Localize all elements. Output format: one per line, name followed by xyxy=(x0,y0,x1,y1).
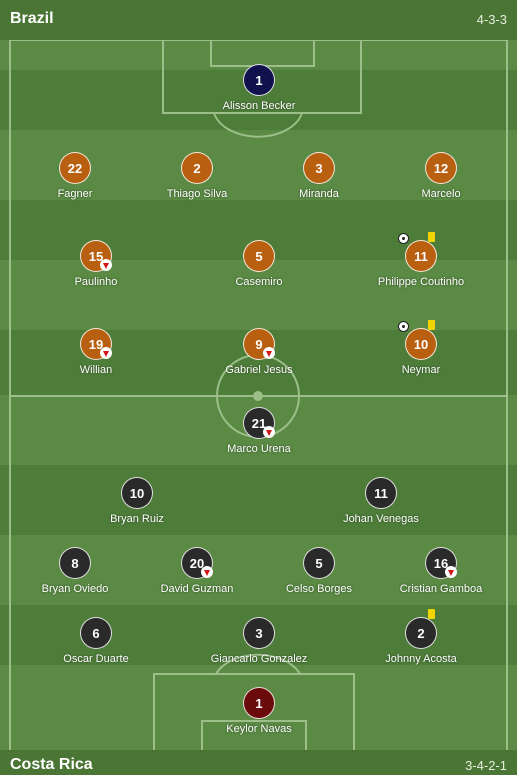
away-formation: 3-4-2-1 xyxy=(465,758,507,773)
away-team-footer: Costa Rica 3-4-2-1 xyxy=(0,750,517,775)
player-number: 11 xyxy=(405,240,437,272)
player-number: 22 xyxy=(59,152,91,184)
substitution-off-icon xyxy=(100,259,112,271)
home-team-name: Brazil xyxy=(10,10,54,27)
player-number: 10 xyxy=(121,477,153,509)
yellow-card-icon xyxy=(428,320,435,330)
player-number: 1 xyxy=(243,687,275,719)
player-number: 6 xyxy=(80,617,112,649)
substitution-off-icon xyxy=(263,347,275,359)
yellow-card-icon xyxy=(428,609,435,619)
player-number: 19 xyxy=(80,328,112,360)
player-name: Marco Urena xyxy=(227,443,291,455)
player-number: 5 xyxy=(303,547,335,579)
player-number: 2 xyxy=(405,617,437,649)
player-name: Gabriel Jesus xyxy=(225,364,293,376)
player-number: 2 xyxy=(181,152,213,184)
player-number: 3 xyxy=(243,617,275,649)
player-number: 1 xyxy=(243,64,275,96)
player-name: Miranda xyxy=(299,188,339,200)
player-number: 15 xyxy=(80,240,112,272)
player-name: Casemiro xyxy=(235,276,283,288)
center-spot xyxy=(253,391,263,401)
player-name: Bryan Oviedo xyxy=(41,583,109,595)
player-name: David Guzman xyxy=(160,583,234,595)
player-name: Oscar Duarte xyxy=(63,653,129,665)
player-number: 5 xyxy=(243,240,275,272)
player-name: Willian xyxy=(79,364,113,376)
player-number: 8 xyxy=(59,547,91,579)
player-name: Thiago Silva xyxy=(166,188,228,200)
player-name: Marcelo xyxy=(421,188,461,200)
player-name: Alisson Becker xyxy=(222,100,296,112)
player-number: 3 xyxy=(303,152,335,184)
goal-ball-icon xyxy=(398,233,409,244)
player-name: Cristian Gamboa xyxy=(399,583,483,595)
player-number: 10 xyxy=(405,328,437,360)
player-name: Bryan Ruiz xyxy=(110,513,164,525)
substitution-off-icon xyxy=(263,426,275,438)
player-name: Giancarlo Gonzalez xyxy=(210,653,308,665)
home-team-header: Brazil 4-3-3 xyxy=(0,0,517,40)
player-number: 11 xyxy=(365,477,397,509)
home-formation: 4-3-3 xyxy=(476,12,507,27)
player-name: Paulinho xyxy=(74,276,118,288)
substitution-off-icon xyxy=(100,347,112,359)
away-team-name: Costa Rica xyxy=(10,756,93,773)
player-name: Johan Venegas xyxy=(343,513,419,525)
player-name: Philippe Coutinho xyxy=(377,276,465,288)
player-number: 20 xyxy=(181,547,213,579)
player-number: 12 xyxy=(425,152,457,184)
substitution-off-icon xyxy=(201,566,213,578)
yellow-card-icon xyxy=(428,232,435,242)
player-name: Neymar xyxy=(401,364,441,376)
player-name: Keylor Navas xyxy=(226,723,292,735)
player-name: Fagner xyxy=(57,188,93,200)
substitution-off-icon xyxy=(445,566,457,578)
player-name: Celso Borges xyxy=(285,583,353,595)
player-name: Johnny Acosta xyxy=(385,653,457,665)
goal-ball-icon xyxy=(398,321,409,332)
